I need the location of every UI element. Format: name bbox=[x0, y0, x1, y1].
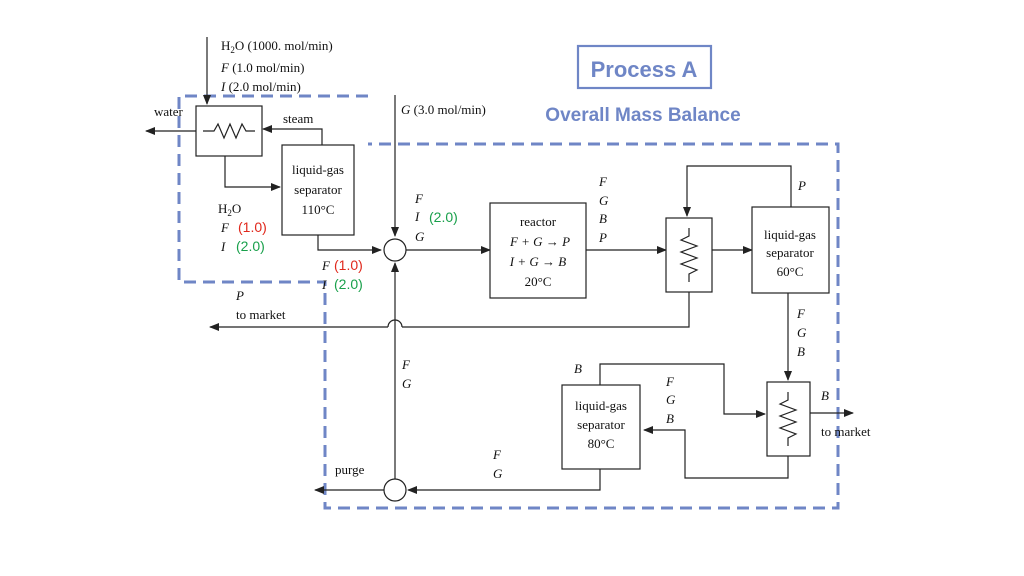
g-feed-label: G (3.0 mol/min) bbox=[401, 102, 486, 117]
reactor-in-g-label: G bbox=[415, 229, 425, 244]
feed-f-label: F (1.0 mol/min) bbox=[220, 60, 304, 75]
feed-i-label: I (2.0 mol/min) bbox=[220, 79, 301, 94]
recycle-f-label: F bbox=[401, 357, 411, 372]
splitter-in-g-label: G bbox=[493, 466, 503, 481]
reactor-out-f-label: F bbox=[598, 174, 608, 189]
sep1-f-value: (1.0) bbox=[238, 219, 267, 235]
mixin-f-value: (1.0) bbox=[334, 257, 363, 273]
heat-exchanger-1-coil bbox=[203, 122, 255, 140]
reactor-out-g-label: G bbox=[599, 193, 609, 208]
reactor-line2: F + G → P bbox=[509, 234, 570, 249]
reactor-in-i-value: (2.0) bbox=[429, 209, 458, 225]
reactor-line4: 20°C bbox=[525, 274, 552, 289]
sep1-f-label: F bbox=[220, 220, 230, 235]
sep1-i-value: (2.0) bbox=[236, 238, 265, 254]
sep3-in-b-label: B bbox=[666, 411, 674, 426]
b-market-label: B bbox=[821, 388, 829, 403]
p-product-stream bbox=[402, 292, 690, 328]
sep3-to-splitter-stream bbox=[407, 469, 601, 494]
steam-stream bbox=[262, 125, 323, 145]
sep3-in-f-label: F bbox=[665, 374, 675, 389]
water-label: water bbox=[154, 104, 184, 119]
mixin-i-value: (2.0) bbox=[334, 276, 363, 292]
mixer bbox=[383, 238, 407, 262]
reactor-line3: I + G → B bbox=[509, 254, 566, 269]
sep1-line3: 110°C bbox=[302, 202, 335, 217]
sep1-h2o-label: H2O bbox=[218, 201, 241, 218]
sep3-line3: 80°C bbox=[588, 436, 615, 451]
heat-exchanger-3-coil bbox=[778, 392, 798, 446]
sep1-to-mixer-stream bbox=[317, 235, 382, 254]
reactor-in-i-label: I bbox=[414, 209, 420, 224]
sep2-line3: 60°C bbox=[777, 264, 804, 279]
splitter-in-f-label: F bbox=[492, 447, 502, 462]
separator-60C bbox=[751, 206, 830, 294]
reactor-line1: reactor bbox=[520, 214, 557, 229]
reactor-in-f-label: F bbox=[414, 191, 424, 206]
mixin-f-label: F bbox=[321, 258, 331, 273]
separator-80C bbox=[561, 384, 641, 470]
sep1-line1: liquid-gas bbox=[292, 162, 344, 177]
splitter bbox=[383, 478, 407, 502]
sep3-in-g-label: G bbox=[666, 392, 676, 407]
reactor bbox=[489, 202, 587, 299]
sep2-line1: liquid-gas bbox=[764, 227, 816, 242]
sep2-p-label: P bbox=[797, 178, 806, 193]
feed-h2o-label: H2O (1000. mol/min) bbox=[221, 38, 333, 55]
sep3-line1: liquid-gas bbox=[575, 398, 627, 413]
heat-exchanger-2-coil bbox=[679, 228, 699, 282]
page-subtitle: Overall Mass Balance bbox=[545, 105, 740, 126]
sep3-vapor-to-hx3 bbox=[599, 363, 766, 418]
p-to-market-label: to market bbox=[236, 307, 286, 322]
recycle-g-label: G bbox=[402, 376, 412, 391]
sep2-out-g-label: G bbox=[797, 325, 807, 340]
mixin-i-label: I bbox=[321, 277, 327, 292]
purge-label: purge bbox=[335, 462, 365, 477]
hx3-to-sep3-stream bbox=[643, 426, 789, 479]
sep2-out-f-label: F bbox=[796, 306, 806, 321]
hx1-to-sep1-stream bbox=[224, 156, 281, 191]
sep1-line2: separator bbox=[294, 182, 342, 197]
sep2-line2: separator bbox=[766, 245, 814, 260]
sep2-out-b-label: B bbox=[797, 344, 805, 359]
reactor-out-p-label: P bbox=[598, 230, 607, 245]
p-market-label: P bbox=[235, 288, 244, 303]
title-box bbox=[576, 44, 713, 90]
reactor-out-b-label: B bbox=[599, 211, 607, 226]
sep1-i-label: I bbox=[220, 239, 226, 254]
page-title: Process A bbox=[591, 57, 698, 82]
sep2-vapor-loop bbox=[683, 165, 792, 217]
b-to-market-label: to market bbox=[821, 424, 871, 439]
separator-110C bbox=[281, 144, 355, 236]
steam-label: steam bbox=[283, 111, 313, 126]
sep3-b-label: B bbox=[574, 361, 582, 376]
system-boundary bbox=[177, 94, 840, 510]
sep3-line2: separator bbox=[577, 417, 625, 432]
